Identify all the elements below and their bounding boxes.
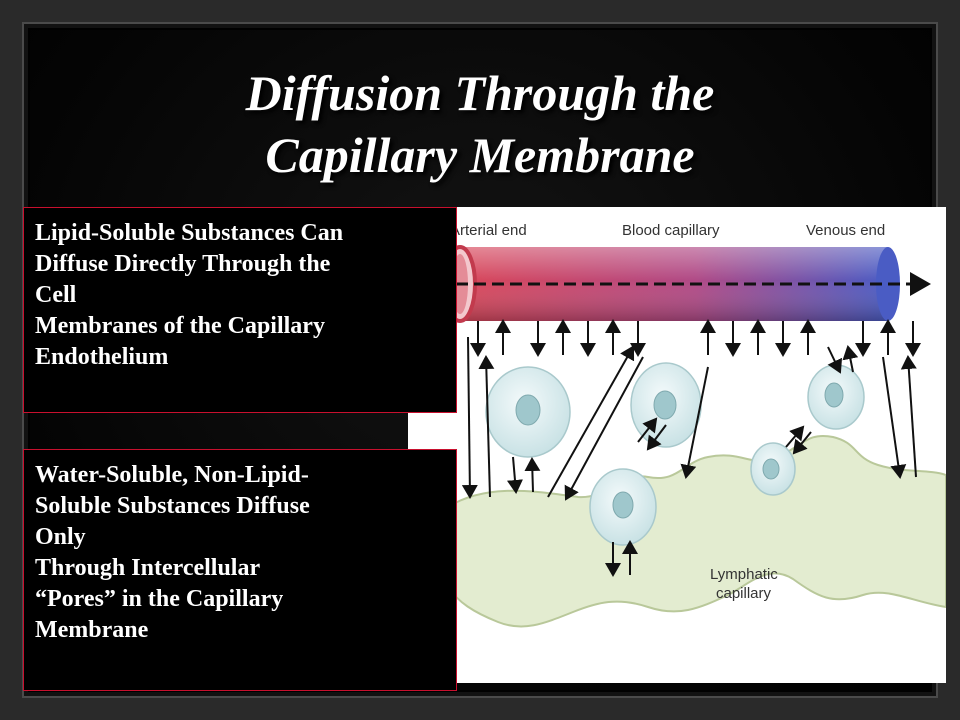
water-line-5: “Pores” in the Capillary [35,586,284,612]
label-arterial-end: Arterial end [450,222,527,239]
lymphatic-capillary [447,434,946,628]
lipid-line-2: Diffuse Directly Through the [35,251,331,277]
tissue-cell-5 [807,364,865,430]
lipid-line-5: Endothelium [35,344,169,370]
water-line-6: Membrane [35,617,149,643]
slide-title-line-2: Capillary Membrane [265,127,695,183]
water-line-4: Through Intercellular [35,555,261,581]
water-line-1: Water-Soluble, Non-Lipid- [35,462,309,488]
tissue-cell-4 [750,442,796,496]
capillary-diagram-svg: Arterial end Blood capillary Venous end … [438,222,946,628]
exchange-arrows [461,319,921,577]
label-lymphatic-line-1: Lymphatic [710,566,778,583]
label-venous-end: Venous end [806,222,885,239]
capillary-diagram: Arterial end Blood capillary Venous end … [408,207,946,683]
water-line-3: Only [35,524,86,550]
slide-title-line-1: Diffusion Through the [245,65,715,121]
lipid-line-1: Lipid-Soluble Substances Can [35,220,344,246]
tissue-cell-1 [485,366,571,458]
water-line-2: Soluble Substances Diffuse [35,493,310,519]
lipid-soluble-textbox: Lipid-Soluble Substances Can Diffuse Dir… [23,207,457,413]
tissue-cell-2 [630,362,702,448]
slide-title: Diffusion Through the Capillary Membrane [40,62,920,186]
water-soluble-textbox: Water-Soluble, Non-Lipid- Soluble Substa… [23,449,457,691]
lipid-line-3: Cell [35,282,77,308]
lipid-line-4: Membranes of the Capillary [35,313,325,339]
label-lymphatic-line-2: capillary [716,585,772,602]
tissue-cell-3 [589,468,657,546]
label-blood-capillary: Blood capillary [622,222,720,239]
